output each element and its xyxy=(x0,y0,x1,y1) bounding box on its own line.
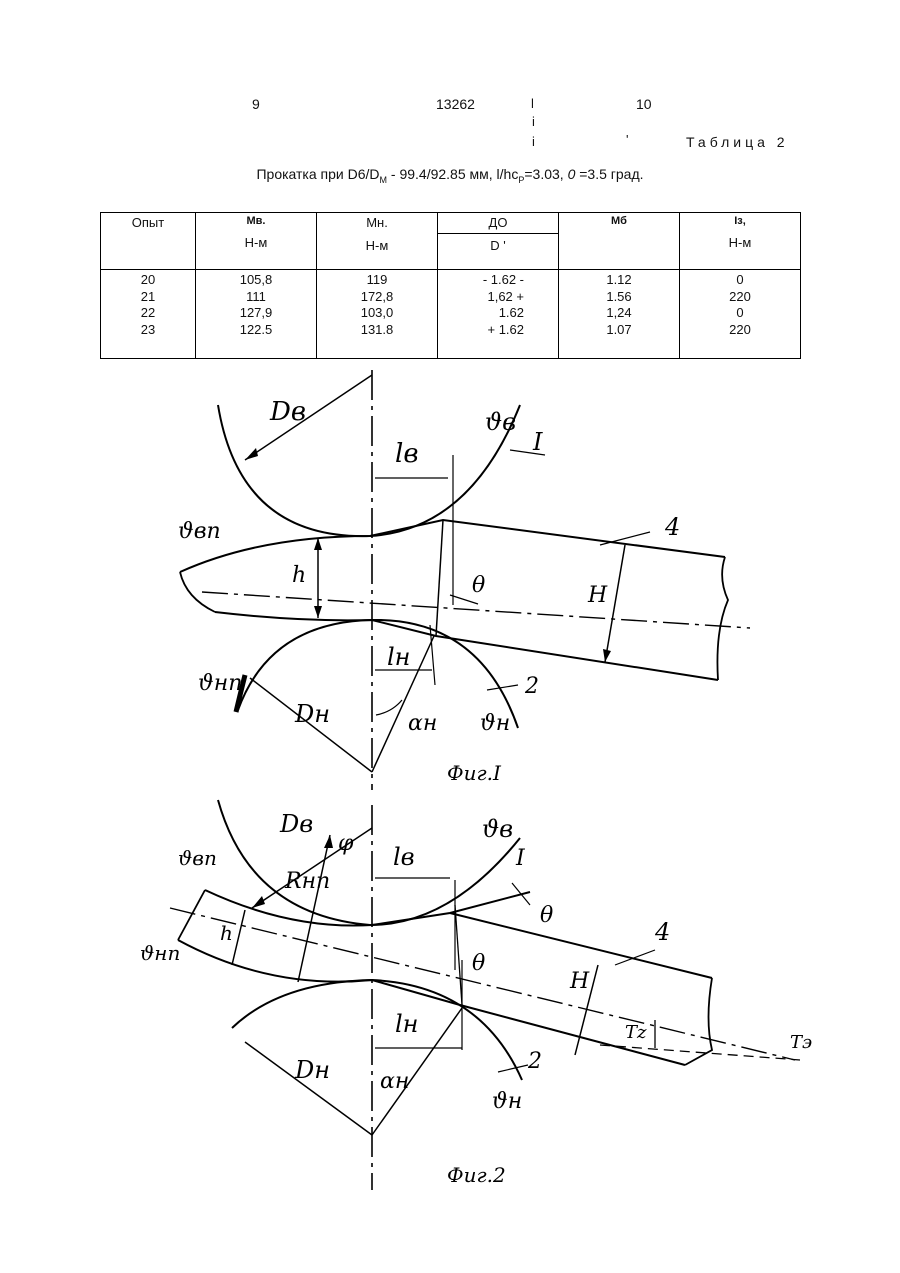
label-vvp: ϑвп xyxy=(178,519,221,544)
patent-number: 13262 xyxy=(436,96,475,112)
label-dv: Dв xyxy=(269,397,306,427)
label-vvp-2: ϑвп xyxy=(178,846,217,870)
label-four: 4 xyxy=(664,513,680,541)
table-subtitle: Прокатка при D6/DM - 99.4/92.85 мм, l/hc… xyxy=(0,166,900,185)
label-te: Tэ xyxy=(790,1032,812,1053)
figure-2: Dв φ lв ϑв I ϑвп Rнп θ 4 h ϑнп θ H Tz Tэ… xyxy=(140,800,812,1190)
label-H-2: H xyxy=(569,969,590,994)
page-number-left: 9 xyxy=(252,96,260,112)
label-alpha: αн xyxy=(408,711,437,736)
margin-mark: i xyxy=(532,134,535,149)
figure-2-caption: Фиг.2 xyxy=(447,1163,506,1187)
strip-bottom-edge xyxy=(215,612,718,680)
table-header-row: Опыт Мв.Н-м Мн.Н-м ДОD ' Мб Iз,Н-м xyxy=(101,213,801,270)
label-lv-2: lв xyxy=(393,843,415,871)
label-H: H xyxy=(587,583,608,608)
label-h-2: h xyxy=(220,921,233,945)
col-header-do: ДОD ' xyxy=(438,213,559,270)
col-mv: 105,8111127,9122.5 xyxy=(196,270,317,359)
label-vnp: ϑнп xyxy=(198,671,242,696)
label-ln: lн xyxy=(387,643,410,671)
label-two: 2 xyxy=(524,674,539,699)
col-header-iz: Iз,Н-м xyxy=(680,213,801,270)
label-one: I xyxy=(532,428,543,456)
col-header-mn: Мн.Н-м xyxy=(317,213,438,270)
upper-roll-radius xyxy=(245,375,372,460)
label-phi: φ xyxy=(338,831,354,856)
col-do: - 1.62 -1,62 +1.62+ 1.62 xyxy=(438,270,559,359)
label-alpha-2: αн xyxy=(380,1069,409,1094)
label-vn: ϑн xyxy=(480,711,510,736)
col-iz: 02200220 xyxy=(680,270,801,359)
rolling-diagram: Dв lв ϑв I 4 ϑвп h θ H lн ϑнп Dн αн ϑн 2… xyxy=(0,360,900,1273)
label-theta2: θ xyxy=(472,951,485,976)
table-body-row: 20212223 105,8111127,9122.5 119172,8103,… xyxy=(101,270,801,359)
figure-1: Dв lв ϑв I 4 ϑвп h θ H lн ϑнп Dн αн ϑн 2… xyxy=(178,370,750,790)
label-vn-2: ϑн xyxy=(492,1089,522,1114)
label-dn-2: Dн xyxy=(294,1056,330,1084)
label-dv-2: Dв xyxy=(279,810,313,838)
col-mn: 119172,8103,0131.8 xyxy=(317,270,438,359)
label-tz: Tz xyxy=(625,1022,647,1043)
lower-roll-arc xyxy=(238,620,518,728)
label-dn: Dн xyxy=(294,700,330,728)
label-rnp: Rнп xyxy=(284,869,330,894)
margin-mark: l xyxy=(531,96,534,111)
table-caption: Таблица 2 xyxy=(686,134,789,150)
page-number-right: 10 xyxy=(636,96,652,112)
data-table: Опыт Мв.Н-м Мн.Н-м ДОD ' Мб Iз,Н-м 20212… xyxy=(100,212,801,359)
margin-mark: i xyxy=(532,114,535,129)
figure-1-caption: Фиг.I xyxy=(447,761,502,785)
label-lv: lв xyxy=(395,439,418,469)
label-theta: θ xyxy=(472,573,485,598)
label-vv-2: ϑв xyxy=(482,815,513,843)
label-vv: ϑв xyxy=(485,408,516,436)
label-theta-2: θ xyxy=(540,903,553,928)
col-mb: 1.121.561,241.07 xyxy=(559,270,680,359)
col-header-mb: Мб xyxy=(559,213,680,270)
margin-mark: ' xyxy=(626,132,628,147)
label-h: h xyxy=(292,563,306,588)
label-vnp-2: ϑнп xyxy=(140,941,180,965)
upper-roll-arc xyxy=(218,405,520,536)
label-two-2: 2 xyxy=(527,1049,542,1074)
col-header-experiment: Опыт xyxy=(101,213,196,270)
col-experiment: 20212223 xyxy=(101,270,196,359)
col-header-mv: Мв.Н-м xyxy=(196,213,317,270)
label-ln-2: lн xyxy=(395,1010,418,1038)
label-four-2: 4 xyxy=(654,918,670,946)
label-one-2: I xyxy=(515,846,526,871)
